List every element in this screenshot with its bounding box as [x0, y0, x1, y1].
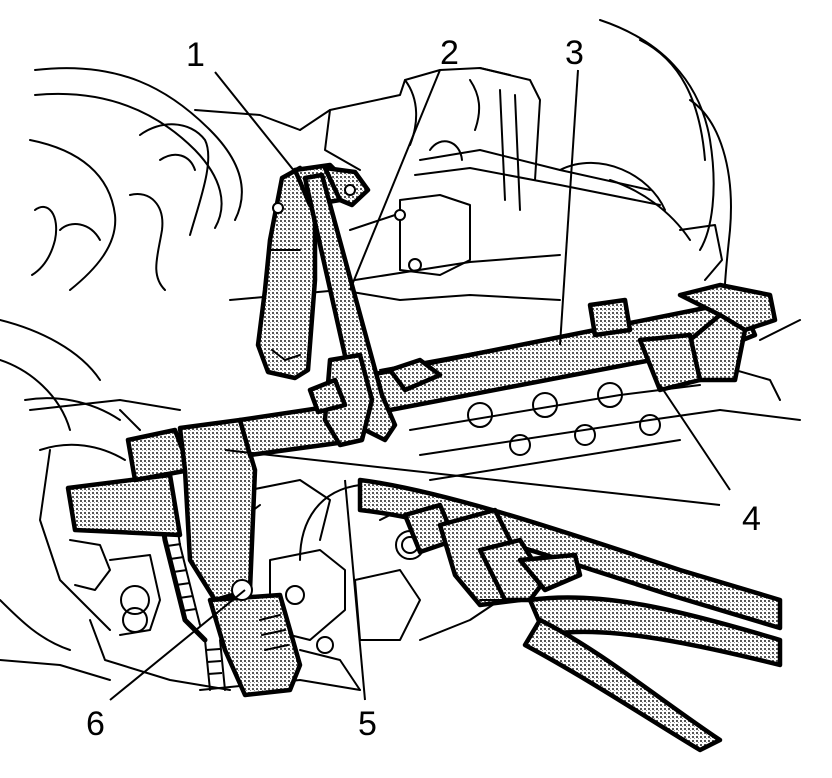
- callout-labels: 1 2 3 4 5 6: [86, 34, 761, 743]
- callout-1: 1: [186, 36, 205, 74]
- engine-background: [0, 19, 801, 691]
- callout-5: 5: [358, 705, 377, 743]
- callout-4: 4: [742, 500, 761, 538]
- angled-rod: [302, 172, 398, 448]
- special-tool: [65, 282, 778, 698]
- callout-2: 2: [440, 34, 459, 72]
- hose-fitting: [402, 502, 583, 608]
- callout-3: 3: [565, 34, 584, 72]
- callout-leaders: [109, 69, 731, 701]
- callout-6: 6: [86, 705, 105, 743]
